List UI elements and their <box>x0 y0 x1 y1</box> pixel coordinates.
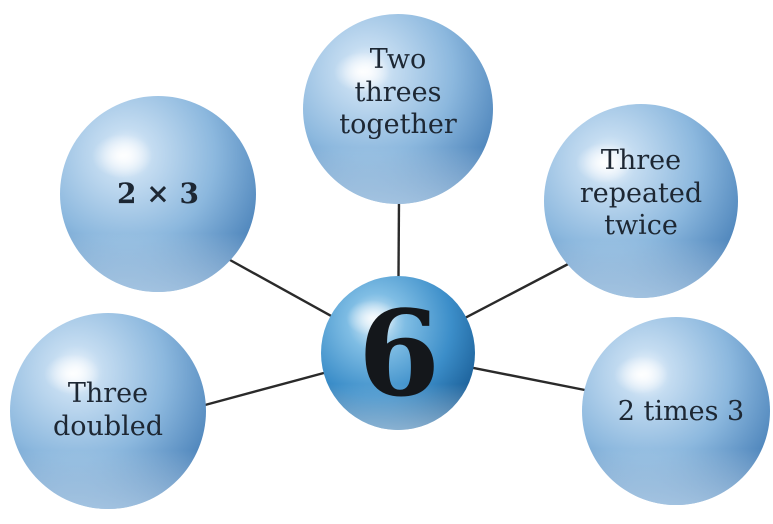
sphere-highlight <box>576 143 632 183</box>
bubble-two-times-three-words <box>582 317 770 505</box>
sphere-highlight <box>44 354 100 394</box>
bubble-three-repeated-twice <box>544 104 738 298</box>
center-sphere <box>321 276 475 430</box>
sphere-highlight <box>92 134 152 178</box>
bubble-three-doubled <box>10 313 206 509</box>
bubble-two-times-three-symbol <box>60 96 256 292</box>
sphere-highlight <box>614 356 668 394</box>
sphere-highlight <box>346 300 398 336</box>
bubble-two-threes-together <box>303 14 493 204</box>
sphere-highlight <box>334 52 390 92</box>
